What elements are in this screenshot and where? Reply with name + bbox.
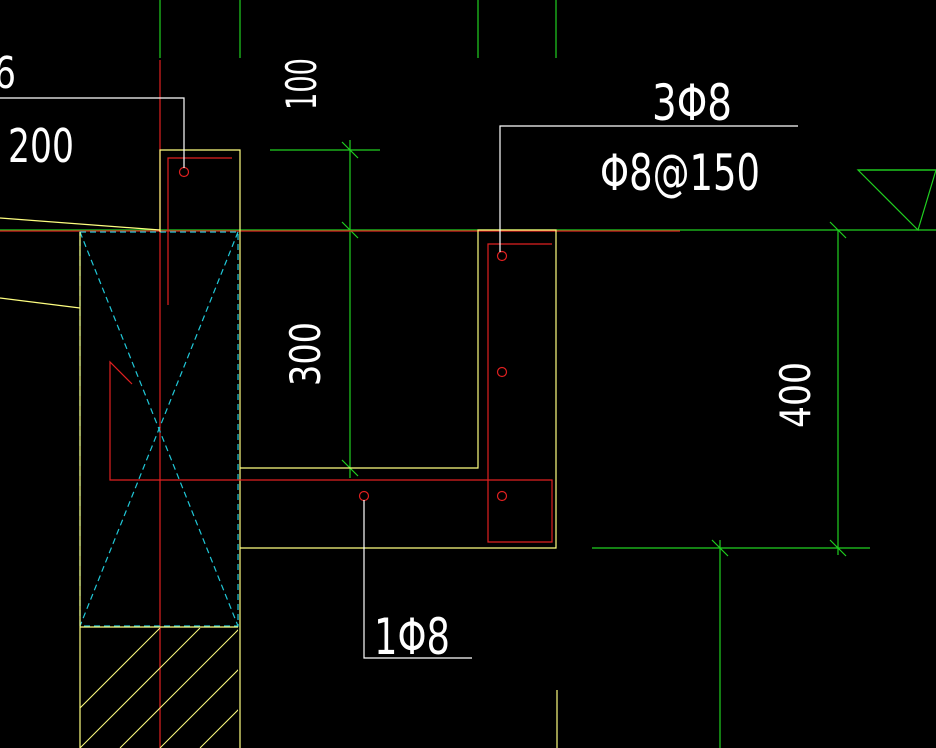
top-green-lines	[159, 0, 557, 58]
dim-beam-height: 300	[281, 322, 330, 386]
bottom-bar-label: 1Φ8	[374, 608, 450, 666]
dim-top-offset: 100	[277, 58, 326, 110]
top-bars-label: 3Φ8	[652, 74, 732, 132]
wall-hatch-pattern	[80, 628, 238, 748]
dim-right-height: 400	[771, 362, 820, 428]
rebar	[109, 157, 553, 543]
concrete-outline	[0, 149, 557, 748]
top-left-partial-label-1: 6	[0, 48, 16, 99]
stirrups-label: Φ8@150	[600, 144, 760, 202]
leader-lines	[0, 97, 798, 659]
top-left-partial-label-2: 200	[8, 119, 74, 173]
column-hidden-outline	[79, 231, 239, 627]
